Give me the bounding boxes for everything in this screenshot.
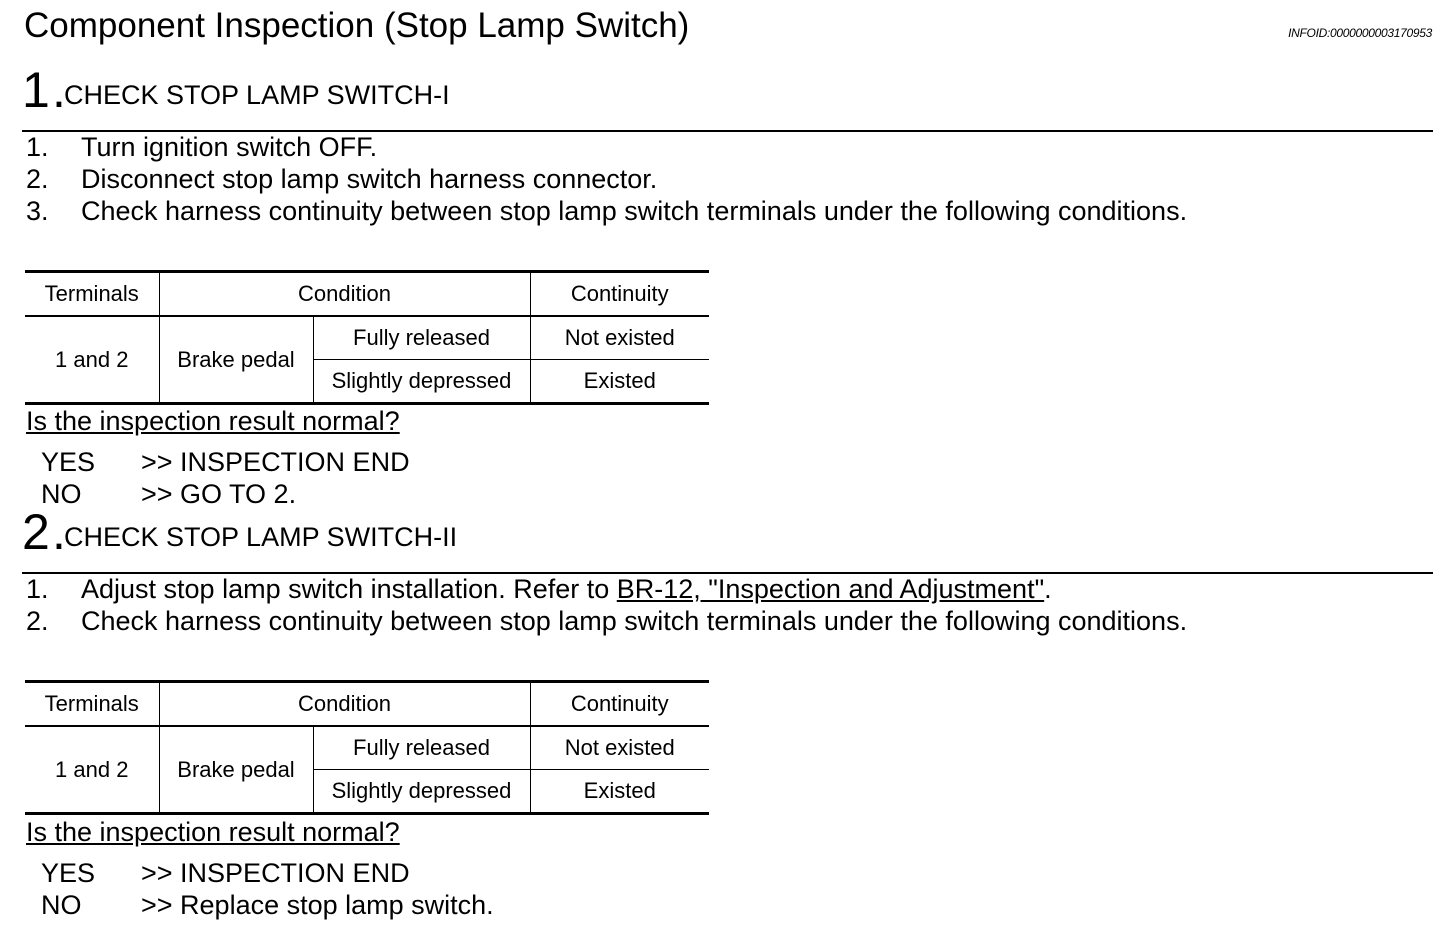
instruction-item: 2. Disconnect stop lamp switch harness c… — [26, 163, 1426, 195]
header-terminals: Terminals — [25, 680, 159, 727]
info-id: INFOID:0000000003170953 — [1288, 26, 1432, 40]
continuity-cell: Not existed — [529, 726, 709, 770]
instruction-text: Turn ignition switch OFF. — [81, 132, 378, 162]
header-continuity: Continuity — [529, 680, 709, 727]
reference-link[interactable]: BR-12, "Inspection and Adjustment" — [616, 574, 1045, 604]
condition-cell: Fully released — [312, 726, 530, 770]
continuity-cell: Not existed — [529, 316, 709, 360]
table-row: 1 and 2 Brake pedal Fully released Not e… — [25, 726, 709, 815]
instruction-text: Check harness continuity between stop la… — [81, 196, 1188, 226]
step-1-instructions: 1. Turn ignition switch OFF. 2. Disconne… — [26, 131, 1426, 227]
condition-cell: Slightly depressed — [312, 769, 530, 815]
step-number-dot: . — [52, 62, 66, 118]
header-terminals: Terminals — [25, 270, 159, 317]
instruction-item: 2. Check harness continuity between stop… — [26, 605, 1426, 637]
table-row: Slightly depressed Existed — [25, 359, 709, 405]
step-2-header: 2. CHECK STOP LAMP SWITCH-II — [22, 504, 1433, 574]
instruction-number: 2. — [26, 164, 49, 194]
step-1-header: 1. CHECK STOP LAMP SWITCH-I — [22, 62, 1433, 132]
step-2-instructions: 1. Adjust stop lamp switch installation.… — [26, 573, 1426, 637]
step-number: 2 — [22, 504, 50, 560]
instruction-item: 1. Turn ignition switch OFF. — [26, 131, 1426, 163]
instruction-text: Disconnect stop lamp switch harness conn… — [81, 164, 658, 194]
continuity-cell: Existed — [529, 359, 709, 405]
header-condition: Condition — [158, 270, 530, 317]
step-number-dot: . — [52, 504, 66, 560]
instruction-text-before-link: Adjust stop lamp switch installation. Re… — [81, 574, 617, 604]
table-row: Slightly depressed Existed — [25, 769, 709, 815]
instruction-text: Check harness continuity between stop la… — [81, 606, 1188, 636]
instruction-text-after-link: . — [1044, 574, 1052, 604]
continuity-table: Terminals Condition Continuity 1 and 2 B… — [25, 270, 709, 405]
continuity-table: Terminals Condition Continuity 1 and 2 B… — [25, 680, 709, 815]
terminals-cell: 1 and 2 — [25, 726, 159, 815]
instruction-number: 3. — [26, 196, 49, 226]
page-title: Component Inspection (Stop Lamp Switch) — [24, 6, 690, 45]
instruction-number: 1. — [26, 574, 49, 604]
instruction-number: 2. — [26, 606, 49, 636]
header-continuity: Continuity — [529, 270, 709, 317]
inspection-question: Is the inspection result normal? — [26, 406, 400, 436]
component-cell: Brake pedal — [158, 726, 313, 815]
table-header-row: Terminals Condition Continuity — [25, 270, 709, 317]
table-row: 1 and 2 Brake pedal Fully released Not e… — [25, 316, 709, 405]
answer-action: >> INSPECTION END — [141, 447, 410, 477]
answer-action: >> GO TO 2. — [141, 479, 297, 509]
condition-cell: Slightly depressed — [312, 359, 530, 405]
table-header-row: Terminals Condition Continuity — [25, 680, 709, 727]
instruction-item: 3. Check harness continuity between stop… — [26, 195, 1426, 227]
condition-cell: Fully released — [312, 316, 530, 360]
step-title: CHECK STOP LAMP SWITCH-II — [64, 522, 458, 552]
answer-label: YES — [41, 447, 96, 477]
answer-action: >> INSPECTION END — [141, 858, 410, 888]
continuity-cell: Existed — [529, 769, 709, 815]
instruction-item: 1. Adjust stop lamp switch installation.… — [26, 573, 1426, 605]
instruction-number: 1. — [26, 132, 49, 162]
step-number: 1 — [22, 62, 50, 118]
answer-action: >> Replace stop lamp switch. — [141, 890, 494, 920]
answer-label: NO — [41, 479, 82, 509]
component-cell: Brake pedal — [158, 316, 313, 405]
terminals-cell: 1 and 2 — [25, 316, 159, 405]
inspection-question: Is the inspection result normal? — [26, 817, 400, 847]
answer-label: YES — [41, 858, 96, 888]
instruction-text: Adjust stop lamp switch installation. Re… — [81, 573, 1052, 605]
header-condition: Condition — [158, 680, 530, 727]
step-title: CHECK STOP LAMP SWITCH-I — [64, 80, 450, 110]
answer-label: NO — [41, 890, 82, 920]
